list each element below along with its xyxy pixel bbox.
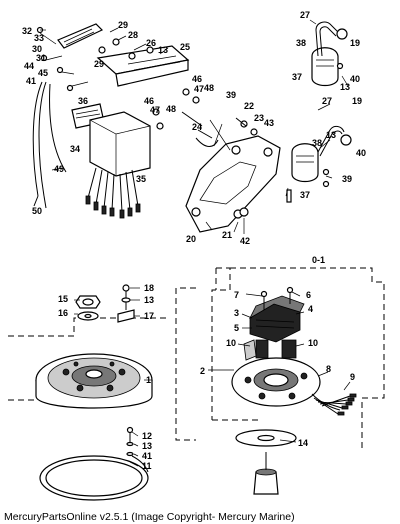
callout: 41	[142, 451, 152, 461]
callout: 10	[308, 338, 318, 348]
callout: 34	[70, 144, 80, 154]
callout: 39	[342, 174, 352, 184]
callout: 7	[234, 290, 239, 300]
flywheel-nut	[75, 295, 101, 321]
callout: 31	[36, 53, 46, 63]
callout-leaders-upper	[40, 19, 349, 234]
callout: 48	[204, 83, 214, 93]
callout: 37	[292, 72, 302, 82]
callout: 3	[234, 308, 239, 318]
callout: 40	[356, 148, 366, 158]
callout: 13	[326, 130, 336, 140]
callout: 49	[54, 164, 64, 174]
callout: 5	[234, 323, 239, 333]
callout-labels: 32 33 30 31 44 45 41 29 29 28 26 13 25 2…	[22, 10, 366, 471]
ring-cover	[39, 455, 149, 501]
callout: 13	[158, 45, 168, 55]
callout: 21	[222, 230, 232, 240]
stator-coil-pack	[243, 286, 305, 361]
callout: 16	[58, 308, 68, 318]
callout: 29	[118, 20, 128, 30]
callout: 25	[180, 42, 190, 52]
callout: 27	[300, 10, 310, 20]
cover-screws	[126, 426, 134, 457]
callout: 33	[34, 33, 44, 43]
callout: 24	[192, 122, 202, 132]
callout: 13	[142, 441, 152, 451]
wire-harness	[32, 81, 67, 209]
callout: 44	[24, 61, 34, 71]
callout: 10	[226, 338, 236, 348]
terminal-block-assembly	[36, 23, 190, 92]
callout: 48	[166, 104, 176, 114]
callout: 46	[192, 74, 202, 84]
callout: 8	[326, 364, 331, 374]
callout: 4	[308, 304, 313, 314]
crankshaft	[253, 452, 279, 495]
callout: 13	[340, 82, 350, 92]
ignition-coil-upper	[311, 21, 348, 87]
callout: 15	[58, 294, 68, 304]
callout: 28	[128, 30, 138, 40]
callout: 13	[144, 295, 154, 305]
callout: 37	[300, 190, 310, 200]
callout: 9	[350, 372, 355, 382]
flywheel	[35, 353, 153, 409]
callout: 22	[244, 101, 254, 111]
callout: 18	[144, 283, 154, 293]
callout: 35	[136, 174, 146, 184]
ignition-coil-lower	[291, 125, 352, 188]
callout: 47	[194, 84, 204, 94]
callout: 50	[32, 206, 42, 216]
callout: 17	[144, 311, 154, 321]
parts-exploded-diagram: 32 33 30 31 44 45 41 29 29 28 26 13 25 2…	[8, 10, 385, 501]
callout: 1	[146, 375, 151, 385]
copyright-footer: MercuryPartsOnline v2.5.1 (Image Copyrig…	[4, 511, 295, 523]
callout: 29	[94, 59, 104, 69]
callout: 12	[142, 431, 152, 441]
callout: 27	[322, 96, 332, 106]
callout: 36	[78, 96, 88, 106]
callout: 47	[150, 105, 160, 115]
ignition-plate	[185, 119, 281, 233]
callout: 42	[240, 236, 250, 246]
callout: 6	[306, 290, 311, 300]
stator-plate	[231, 357, 357, 416]
switch-box	[71, 103, 151, 219]
callout: 38	[312, 138, 322, 148]
callout: 26	[146, 38, 156, 48]
callout: 30	[32, 44, 42, 54]
callout: 46	[144, 96, 154, 106]
callout: 20	[186, 234, 196, 244]
callout: 19	[350, 38, 360, 48]
callout: 45	[38, 68, 48, 78]
callout-leaders-lower	[74, 287, 351, 467]
callout: 14	[298, 438, 308, 448]
callout: 0-1	[312, 255, 325, 265]
callout: 39	[226, 90, 236, 100]
callout: 19	[352, 96, 362, 106]
callout: 41	[26, 76, 36, 86]
callout: 38	[296, 38, 306, 48]
washer	[235, 429, 297, 447]
callout: 23	[254, 113, 264, 123]
callout: 32	[22, 26, 32, 36]
timing-bracket	[117, 284, 135, 323]
callout: 43	[264, 118, 274, 128]
callout: 11	[142, 461, 152, 471]
callout: 40	[350, 74, 360, 84]
callout: 2	[200, 366, 205, 376]
hardware-screws	[152, 88, 292, 217]
